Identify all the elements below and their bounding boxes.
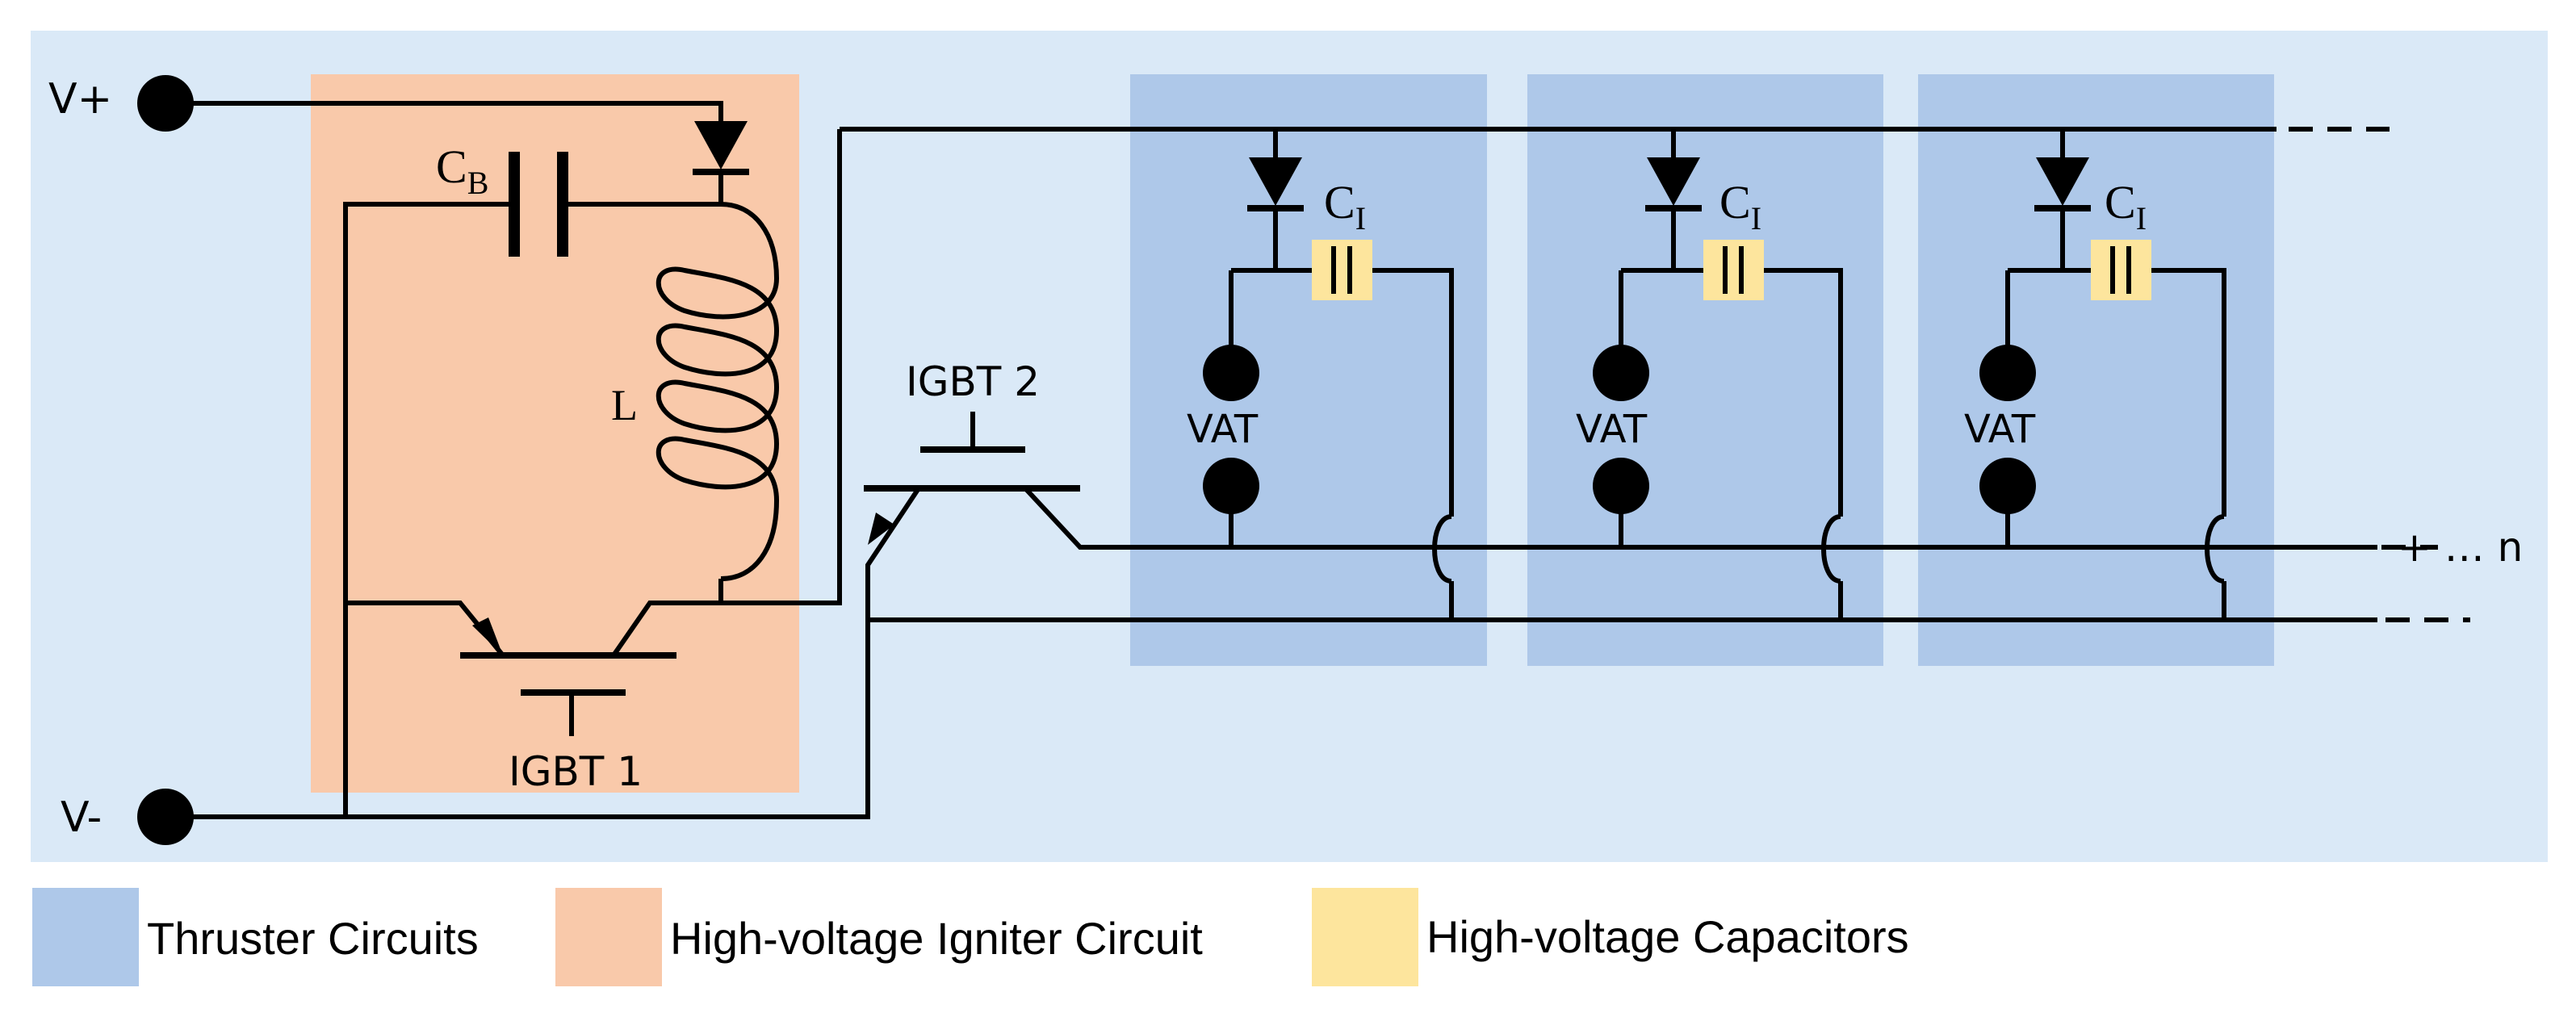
thruster-3: CI VAT (1964, 129, 2226, 620)
inductor-label: L (611, 381, 638, 429)
legend-swatch (32, 888, 139, 986)
v-minus-terminal: V- (61, 789, 194, 845)
capacitor-highlight (1703, 240, 1764, 300)
legend: Thruster Circuits High-voltage Igniter C… (32, 888, 1909, 986)
electrode-icon (1203, 345, 1259, 401)
v-minus-wire (165, 617, 2377, 819)
v-plus-wire (165, 101, 723, 121)
vat-label: VAT (1187, 407, 1259, 452)
igbt1-label: IGBT 1 (509, 748, 643, 795)
thruster-cap-label: CI (2105, 176, 2147, 236)
legend-swatch (555, 888, 662, 986)
thruster-cap-label: CI (1719, 176, 1761, 236)
v-plus-label: V+ (48, 75, 112, 123)
capacitor-icon (1331, 246, 1352, 294)
cb-label: CB (436, 140, 488, 201)
igbt-icon (346, 601, 676, 736)
thruster-cap-label: CI (1324, 176, 1366, 236)
inductor-icon (656, 202, 780, 581)
thruster-circuit-region (1130, 74, 1487, 666)
igbt-icon (864, 412, 2377, 620)
legend-label: High-voltage Igniter Circuit (670, 913, 1203, 964)
capacitor-icon (509, 152, 568, 257)
thruster-2: CI VAT (1576, 129, 1843, 620)
vat-label: VAT (1576, 407, 1648, 452)
igbt2-label: IGBT 2 (906, 358, 1040, 405)
electrode-icon (1979, 345, 2036, 401)
capacitor-icon (1723, 246, 1744, 294)
legend-item-capacitor: High-voltage Capacitors (1312, 888, 1909, 986)
continuation-dashes (2289, 127, 2470, 622)
igniter-circuit-region (311, 74, 799, 793)
electrode-icon (1593, 345, 1649, 401)
electrode-icon (1593, 458, 1649, 514)
capacitor-highlight (2091, 240, 2151, 300)
legend-label: High-voltage Capacitors (1426, 911, 1909, 962)
capacitor-icon (2110, 246, 2131, 294)
electrode-icon (1203, 458, 1259, 514)
legend-swatch (1312, 888, 1418, 986)
legend-item-igniter: High-voltage Igniter Circuit (555, 888, 1203, 986)
electrode-icon (1979, 458, 2036, 514)
thruster-circuit-region (1918, 74, 2274, 666)
legend-item-thruster: Thruster Circuits (32, 888, 479, 986)
thruster-1: CI VAT (1187, 129, 1454, 620)
igniter-wire (611, 129, 842, 657)
capacitor-highlight (1312, 240, 1372, 300)
igniter-wire (343, 202, 514, 817)
vat-label: VAT (1964, 407, 2036, 452)
continuation-label: + … n (2398, 524, 2523, 571)
legend-label: Thruster Circuits (147, 913, 479, 964)
v-minus-label: V- (61, 793, 102, 842)
